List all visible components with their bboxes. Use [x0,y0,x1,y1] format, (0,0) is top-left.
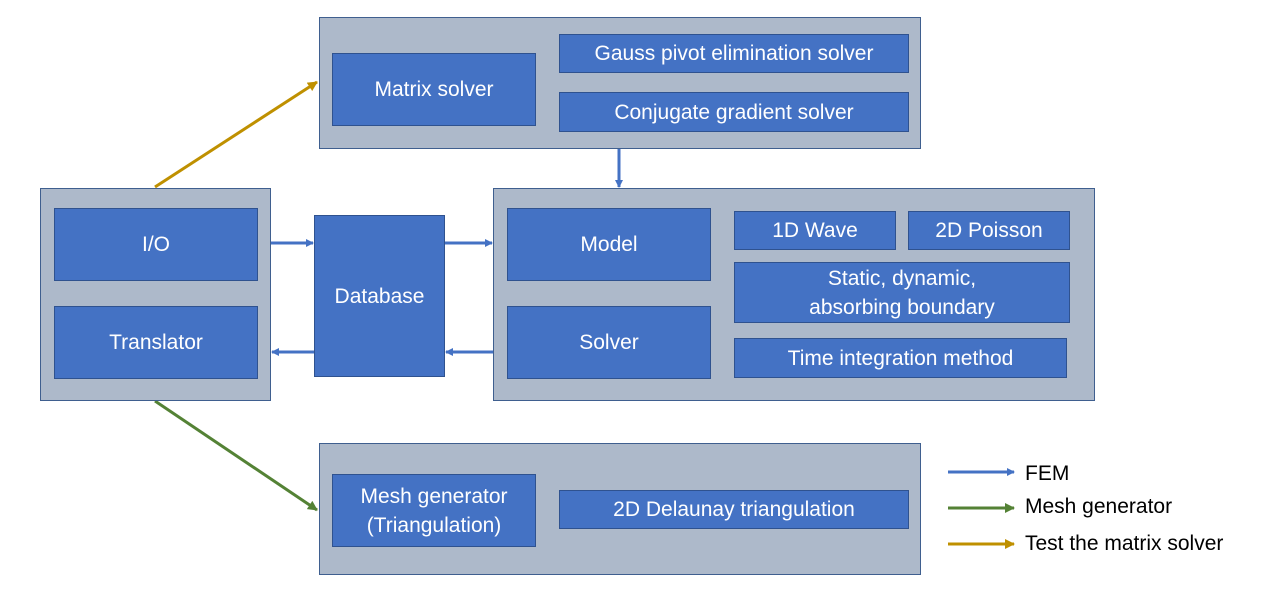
model-box: Model [507,208,711,281]
database-box: Database [314,215,445,377]
legend-test-label: Test the matrix solver [1025,532,1224,555]
solver-box: Solver [507,306,711,379]
arrow-mesh-generator [154,399,318,512]
wave-1d-box: 1D Wave [734,211,896,250]
matrix-solver-box: Matrix solver [332,53,536,126]
boundary-box: Static, dynamic, absorbing boundary [734,262,1070,323]
legend-mesh-label: Mesh generator [1025,495,1173,518]
mesh-generator-box: Mesh generator (Triangulation) [332,474,536,547]
legend-fem-label: FEM [1025,462,1070,485]
time-integration-box: Time integration method [734,338,1067,378]
poisson-2d-box: 2D Poisson [908,211,1070,250]
arrow-test-matrix-solver [154,80,318,189]
translator-box: Translator [54,306,258,379]
io-box: I/O [54,208,258,281]
delaunay-box: 2D Delaunay triangulation [559,490,909,529]
gauss-solver-box: Gauss pivot elimination solver [559,34,909,73]
conjugate-gradient-box: Conjugate gradient solver [559,92,909,132]
